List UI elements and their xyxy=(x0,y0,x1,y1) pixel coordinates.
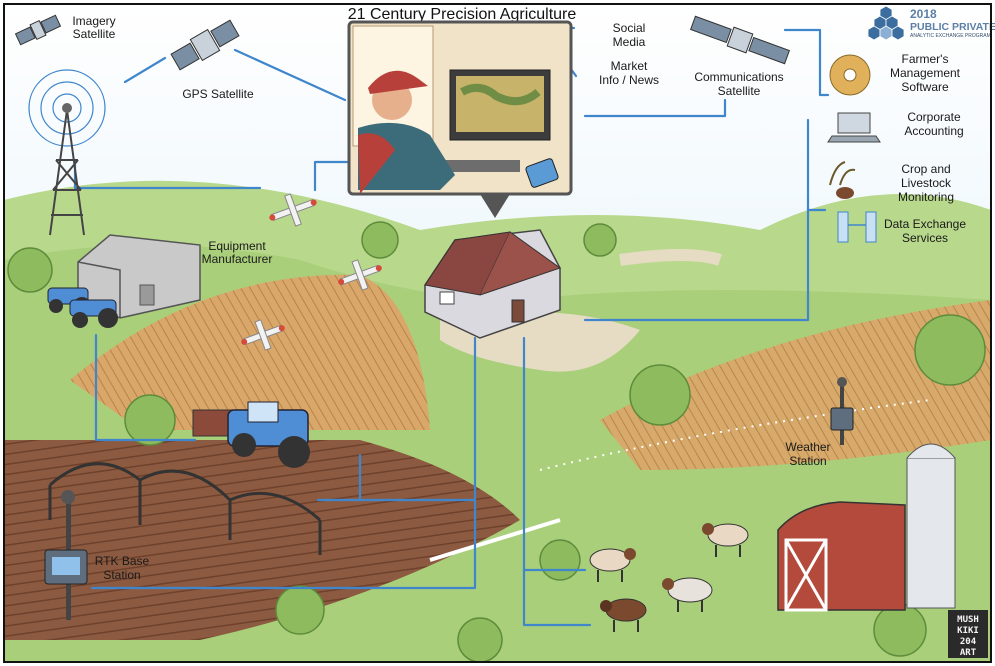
software-disc-icon xyxy=(829,54,871,96)
svg-text:2018: 2018 xyxy=(910,7,937,21)
imagery-satellite-icon xyxy=(14,14,62,46)
field-tractor-icon xyxy=(192,401,310,468)
svg-text:204: 204 xyxy=(960,637,977,647)
svg-text:PUBLIC PRIVATE: PUBLIC PRIVATE xyxy=(910,21,995,33)
outer-frame xyxy=(3,3,992,663)
radio-tower-icon xyxy=(28,69,106,236)
rtk-base-station-icon xyxy=(44,490,88,620)
barn-icon xyxy=(777,501,906,612)
drone-icon xyxy=(241,193,382,351)
cow-icon xyxy=(589,523,749,632)
data-exchange-icon xyxy=(837,211,877,243)
data-flow-lines xyxy=(73,26,830,627)
weather-station-icon xyxy=(830,377,854,445)
page-title: 21 Century Precision Agriculture xyxy=(348,6,577,23)
svg-text:MUSH: MUSH xyxy=(957,615,979,625)
svg-text:ANALYTIC EXCHANGE PROGRAM: ANALYTIC EXCHANGE PROGRAM xyxy=(910,33,991,39)
svg-text:ART: ART xyxy=(960,648,977,658)
farmer-office-scene xyxy=(347,20,573,218)
ppaep-logo: 2018 PUBLIC PRIVATE ANALYTIC EXCHANGE PR… xyxy=(867,5,995,41)
gps-satellite-label: GPS Satellite xyxy=(182,87,254,101)
communications-satellite-icon xyxy=(689,15,791,65)
farmhouse-icon xyxy=(424,229,562,339)
livestock-monitor-icon xyxy=(829,161,856,199)
silo-icon xyxy=(906,443,956,609)
svg-text:KIKI: KIKI xyxy=(957,626,979,636)
irrigation-pivot-icon xyxy=(48,462,322,555)
laptop-icon xyxy=(827,112,881,143)
artist-signature: MUSH KIKI 204 ART xyxy=(948,610,988,658)
tractor-icon xyxy=(47,287,118,328)
gps-satellite-icon xyxy=(170,19,240,71)
